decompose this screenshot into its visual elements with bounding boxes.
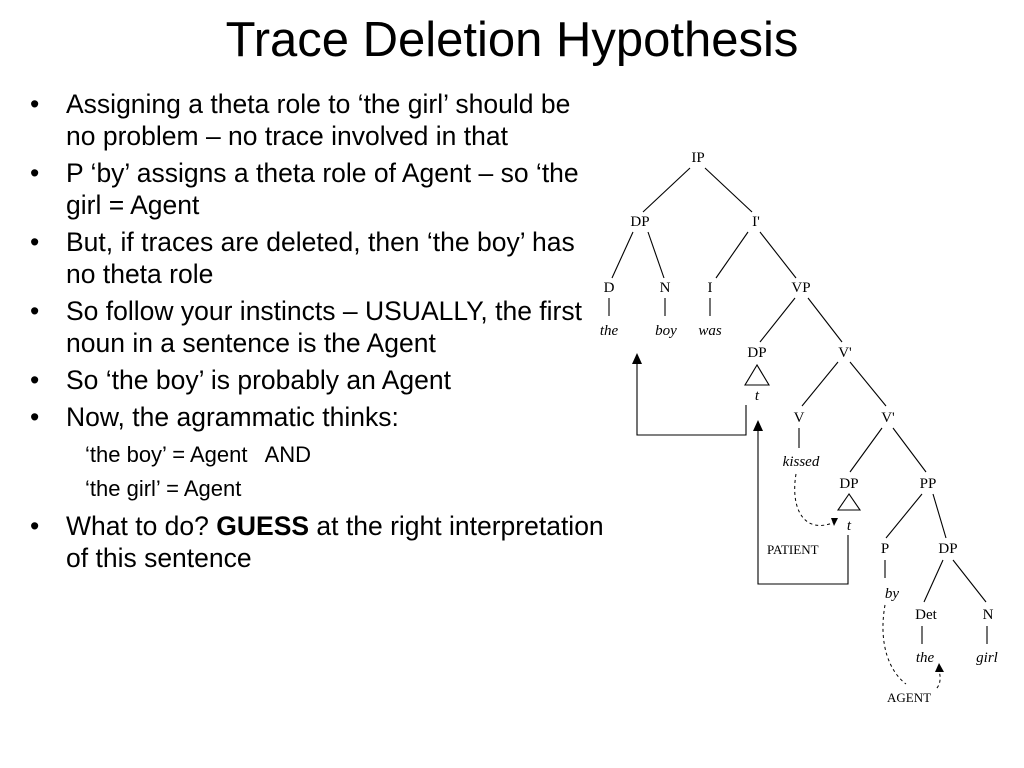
trace-t-object: t [847, 518, 852, 534]
node-v-bar: V' [838, 345, 852, 361]
node-dp-trace: DP [747, 345, 766, 361]
bullet-item: Assigning a theta role to ‘the girl’ sho… [30, 88, 605, 152]
node-v: V [794, 410, 805, 426]
node-dp-subject: DP [630, 214, 649, 230]
bullet-item: P ‘by’ assigns a theta role of Agent – s… [30, 157, 605, 221]
bullet-item: So ‘the boy’ is probably an Agent [30, 364, 605, 396]
bullet-item: What to do? GUESS at the right interpret… [30, 510, 605, 574]
node-det: Det [915, 607, 937, 623]
node-v-bar-lower: V' [881, 410, 895, 426]
word-was: was [698, 323, 722, 339]
sub-item: ‘the boy’ = Agent AND [85, 442, 312, 467]
tree-edges [608, 167, 988, 644]
sub-item: ‘the girl’ = Agent [85, 476, 242, 501]
node-dp-object: DP [938, 541, 957, 557]
node-n-object: N [983, 607, 994, 623]
node-vp: VP [791, 280, 810, 296]
word-boy: boy [655, 323, 677, 339]
word-the-object: the [916, 650, 935, 666]
bullet-emphasis: GUESS [216, 511, 310, 541]
node-n-subject: N [660, 280, 671, 296]
bullet-list: Assigning a theta role to ‘the girl’ sho… [30, 88, 605, 579]
node-i-bar: I' [752, 214, 760, 230]
word-kissed: kissed [783, 454, 820, 470]
bullet-item: But, if traces are deleted, then ‘the bo… [30, 226, 605, 290]
word-the: the [600, 323, 619, 339]
node-i: I [708, 280, 713, 296]
node-ip: IP [691, 150, 704, 166]
slide-title: Trace Deletion Hypothesis [225, 13, 799, 67]
node-d: D [604, 280, 615, 296]
bullet-item: Now, the agrammatic thinks: [30, 401, 605, 433]
bullet-item: So follow your instincts – USUALLY, the … [30, 295, 605, 359]
node-pp: PP [920, 476, 937, 492]
theta-dashed-curves [794, 473, 944, 691]
role-patient: PATIENT [767, 542, 819, 557]
bullet-text: at the right interpretation of this sent… [66, 511, 604, 573]
word-girl: girl [976, 650, 998, 666]
trace-t: t [755, 388, 760, 404]
word-by: by [885, 586, 900, 602]
bullet-text: What to do? [66, 511, 217, 541]
node-p: P [881, 541, 889, 557]
movement-arrows [632, 353, 849, 585]
node-dp-trace-object: DP [839, 476, 858, 492]
role-agent: AGENT [887, 690, 931, 705]
